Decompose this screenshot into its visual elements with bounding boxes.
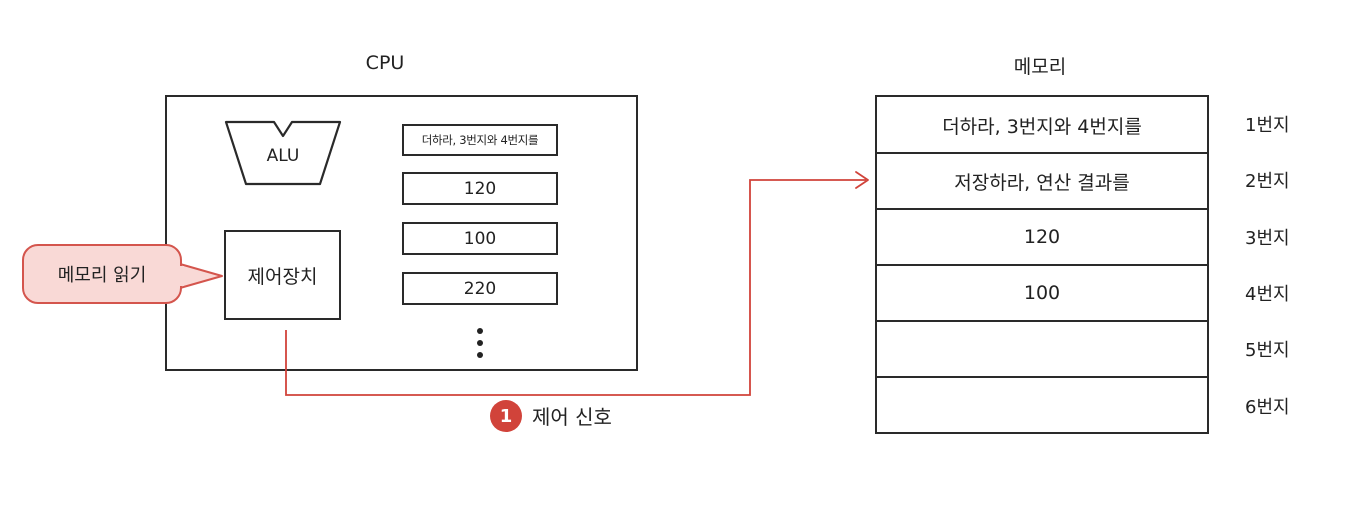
memory-cell-3-value: 120	[1023, 226, 1061, 248]
address-label-4: 4번지	[1245, 284, 1290, 305]
read-memory-callout: 메모리 읽기	[22, 244, 182, 304]
address-label-6: 6번지	[1245, 397, 1290, 418]
alu-shape	[224, 120, 342, 186]
callout-pointer-cover	[176, 266, 184, 286]
control-signal-label: 제어 신호	[532, 405, 612, 429]
callout-pointer	[179, 263, 223, 289]
memory-cell-1-value: 더하라, 3번지와 4번지를	[942, 115, 1142, 138]
cpu-title: CPU	[365, 52, 405, 74]
address-label-2: 2번지	[1245, 171, 1290, 192]
control-unit-box: 제어장치	[224, 230, 341, 320]
memory-cell-3: 120	[877, 208, 1207, 264]
register-2-value: 120	[463, 178, 497, 199]
cpu-box	[165, 95, 638, 371]
memory-cell-6	[877, 376, 1207, 432]
step-number: 1	[499, 405, 513, 427]
memory-cell-4: 100	[877, 264, 1207, 320]
register-1: 더하라, 3번지와 4번지를	[402, 124, 558, 156]
read-memory-callout-text: 메모리 읽기	[57, 265, 147, 286]
register-3: 100	[402, 222, 558, 255]
register-4-value: 220	[463, 278, 497, 299]
memory-cell-5	[877, 320, 1207, 376]
address-label-1: 1번지	[1245, 115, 1290, 136]
address-label-3: 3번지	[1245, 228, 1290, 249]
alu-label: ALU	[266, 146, 300, 166]
more-registers-ellipsis	[472, 328, 488, 364]
register-1-value: 더하라, 3번지와 4번지를	[421, 133, 539, 147]
memory-cell-4-value: 100	[1023, 282, 1061, 304]
memory-title: 메모리	[1013, 56, 1067, 78]
step-number-badge: 1	[490, 400, 522, 432]
arrow-head-icon	[855, 171, 869, 189]
control-unit-label: 제어장치	[247, 265, 318, 288]
memory-cell-2: 저장하라, 연산 결과를	[877, 152, 1207, 208]
memory-cell-1: 더하라, 3번지와 4번지를	[877, 97, 1207, 153]
memory-table: 더하라, 3번지와 4번지를 저장하라, 연산 결과를 120 100	[875, 95, 1209, 434]
register-2: 120	[402, 172, 558, 205]
memory-cell-2-value: 저장하라, 연산 결과를	[954, 171, 1130, 194]
register-3-value: 100	[463, 228, 497, 249]
register-4: 220	[402, 272, 558, 305]
address-label-5: 5번지	[1245, 340, 1290, 361]
